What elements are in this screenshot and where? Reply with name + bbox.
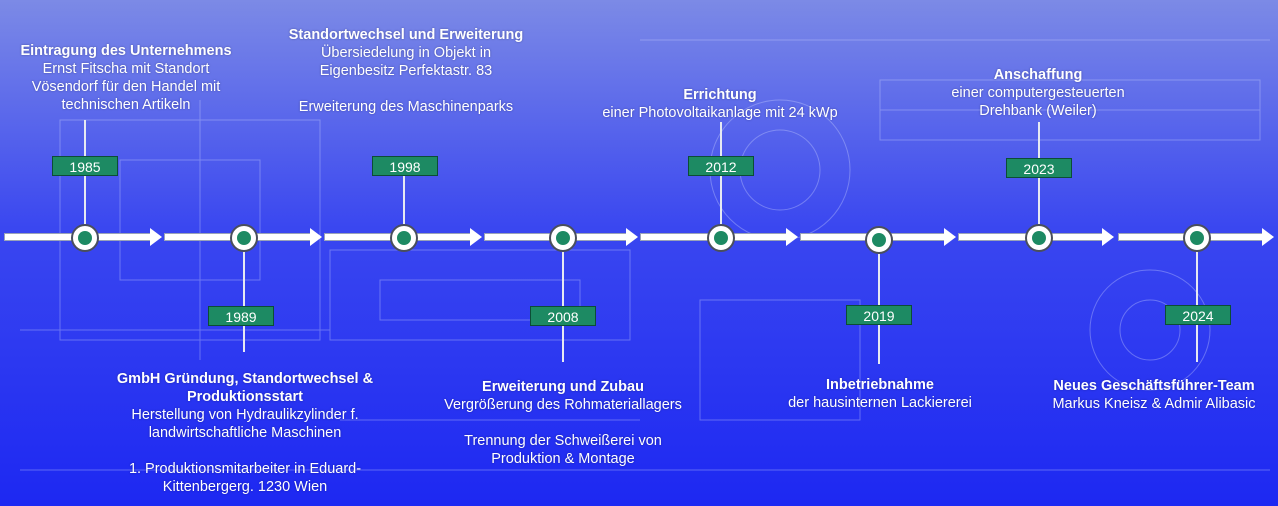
timeline-node-2019	[865, 226, 893, 254]
event-line: Kittenbergerg. 1230 Wien	[162, 479, 328, 495]
event-line: Ernst Fitscha mit Standort	[42, 61, 210, 77]
timeline-node-2012	[707, 224, 735, 252]
year-badge: 2024	[1165, 305, 1231, 325]
timeline-node-2008	[549, 224, 577, 252]
event-2024: Neues Geschäftsführer-Team Markus Kneisz…	[1030, 377, 1278, 413]
event-1989: GmbH Gründung, Standortwechsel & Produkt…	[96, 370, 394, 496]
event-line: technischen Artikeln	[61, 97, 191, 113]
event-title: Standortwechsel und Erweiterung	[288, 27, 524, 43]
event-2012: Errichtung einer Photovoltaikanlage mit …	[566, 86, 874, 122]
timeline-arrow	[944, 228, 956, 246]
timeline-node-2023	[1025, 224, 1053, 252]
event-title: Anschaffung	[993, 67, 1083, 83]
event-line: einer computergesteuerten	[951, 85, 1125, 101]
year-badge: 1998	[372, 156, 438, 176]
timeline-arrow	[470, 228, 482, 246]
timeline-arrow	[310, 228, 322, 246]
year-badge: 2008	[530, 306, 596, 326]
event-1998: Standortwechsel und Erweiterung Übersied…	[262, 26, 550, 116]
event-title: Eintragung des Unternehmens	[20, 43, 232, 59]
event-line: Drehbank (Weiler)	[979, 103, 1097, 119]
event-line: einer Photovoltaikanlage mit 24 kWp	[602, 105, 838, 121]
event-2023: Anschaffung einer computergesteuerten Dr…	[918, 66, 1158, 120]
timeline-arrow	[626, 228, 638, 246]
year-badge: 1985	[52, 156, 118, 176]
event-title: Neues Geschäftsführer-Team	[1053, 378, 1255, 394]
event-line: Trennung der Schweißerei von	[464, 433, 662, 449]
event-2008: Erweiterung und Zubau Vergrößerung des R…	[410, 378, 716, 468]
timeline-arrow	[1102, 228, 1114, 246]
event-line: Herstellung von Hydraulikzylinder f.	[131, 407, 359, 423]
event-line: landwirtschaftliche Maschinen	[148, 425, 342, 441]
timeline-node-1998	[390, 224, 418, 252]
timeline-arrow	[150, 228, 162, 246]
event-1985: Eintragung des Unternehmens Ernst Fitsch…	[6, 42, 246, 114]
event-line: Produktion & Montage	[491, 451, 635, 467]
year-badge: 1989	[208, 306, 274, 326]
timeline-arrow	[1262, 228, 1274, 246]
event-line: Eigenbesitz Perfektastr. 83	[319, 63, 493, 79]
event-line: Vergrößerung des Rohmateriallagers	[444, 397, 682, 413]
year-badge: 2019	[846, 305, 912, 325]
event-line: 1. Produktionsmitarbeiter in Eduard-	[128, 461, 362, 477]
event-line: Vösendorf für den Handel mit	[31, 79, 221, 95]
year-badge: 2012	[688, 156, 754, 176]
connector-line	[403, 176, 405, 224]
event-line: Erweiterung des Maschinenparks	[298, 99, 514, 115]
timeline-arrow	[786, 228, 798, 246]
event-title: Erweiterung und Zubau	[482, 379, 644, 395]
timeline-node-1985	[71, 224, 99, 252]
event-title: Inbetriebnahme	[826, 377, 934, 393]
event-line: Markus Kneisz & Admir Alibasic	[1052, 396, 1256, 412]
event-line: Übersiedelung in Objekt in	[320, 45, 492, 61]
event-title: Errichtung	[683, 87, 757, 103]
event-title: GmbH Gründung, Standortwechsel & Produkt…	[116, 371, 374, 405]
year-badge: 2023	[1006, 158, 1072, 178]
connector-line	[243, 252, 245, 352]
event-line: der hausinternen Lackiererei	[788, 395, 972, 411]
event-2019: Inbetriebnahme der hausinternen Lackiere…	[750, 376, 1010, 412]
timeline-node-2024	[1183, 224, 1211, 252]
timeline-node-1989	[230, 224, 258, 252]
